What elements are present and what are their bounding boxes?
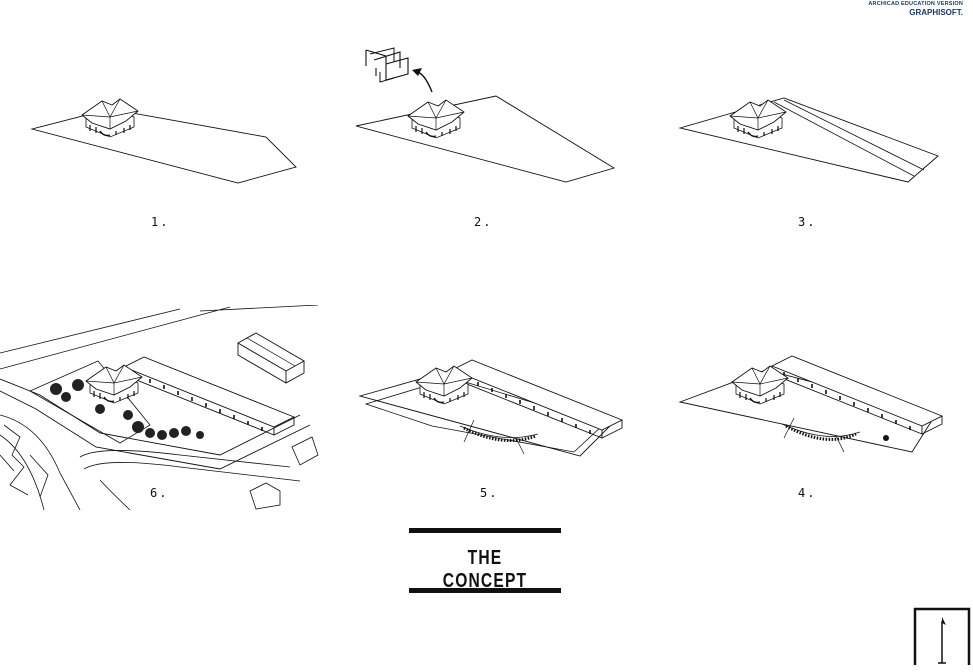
arrow-head-icon [412, 68, 422, 76]
step-label-6: 6. [150, 486, 169, 500]
step-label-4: 4. [798, 486, 817, 500]
watermark: ARCHICAD EDUCATION VERSION GRAPHISOFT. [868, 1, 963, 17]
north-symbol-icon [913, 607, 971, 667]
concept-title-block: THE CONCEPT [409, 528, 561, 594]
watermark-edition: ARCHICAD EDUCATION VERSION [868, 1, 963, 7]
watermark-brand: GRAPHISOFT. [909, 7, 963, 17]
concept-step-3-diagram [676, 92, 946, 188]
removed-walls-sketch [365, 47, 409, 83]
concept-step-6-site-diagram [0, 305, 320, 510]
title-top-bar [409, 528, 561, 533]
neighbor-building [237, 332, 305, 384]
step-label-5: 5. [480, 486, 499, 500]
trees [50, 379, 204, 440]
concept-step-2-diagram [352, 44, 624, 186]
title-bottom-bar [409, 588, 561, 593]
step-label-3: 3. [798, 215, 817, 229]
concept-step-4-diagram [676, 348, 946, 458]
concept-step-5-diagram [352, 348, 624, 460]
page-title: THE CONCEPT [442, 547, 528, 592]
step-label-2: 2. [474, 215, 493, 229]
concept-step-1-diagram [28, 95, 300, 190]
step-label-1: 1. [151, 215, 170, 229]
